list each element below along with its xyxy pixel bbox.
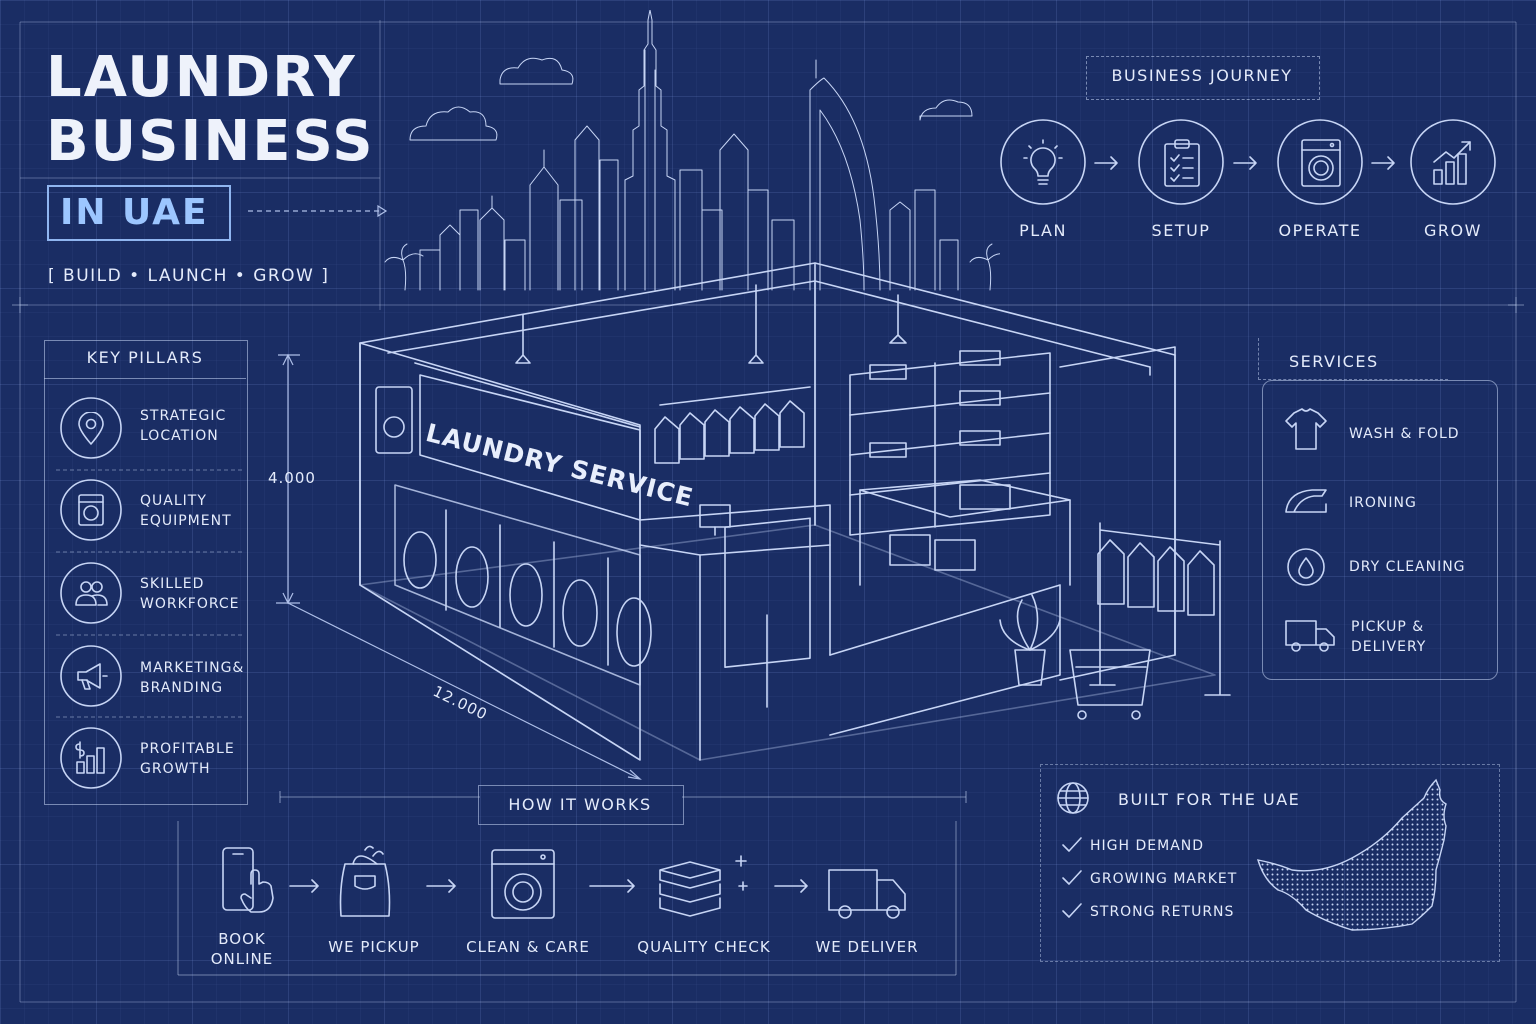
services-heading-frame <box>1258 338 1448 380</box>
journey-steps <box>1000 119 1496 205</box>
pillar-label: MARKETING&BRANDING <box>140 660 245 696</box>
city-skyline-illustration <box>384 10 1000 291</box>
height-dimension-label: 4.000 <box>268 469 316 487</box>
service-label: DRY CLEANING <box>1349 559 1466 575</box>
step-label: WE DELIVER <box>815 938 919 956</box>
pillar-icons <box>56 397 244 789</box>
uae-check-item: STRONG RETURNS <box>1090 904 1235 920</box>
clipboard-icon <box>1164 139 1200 187</box>
lightbulb-icon <box>1023 139 1063 185</box>
uae-map-illustration <box>1256 778 1447 931</box>
uae-check-item: GROWING MARKET <box>1090 871 1238 887</box>
journey-step-label: PLAN <box>1019 221 1067 240</box>
how-it-works-frame <box>177 791 967 976</box>
pillars-heading: KEY PILLARS <box>86 348 204 367</box>
uae-panel <box>1040 764 1500 962</box>
how-it-works-heading-frame <box>478 785 684 825</box>
globe-icon <box>1057 782 1089 814</box>
main-title: LAUNDRY BUSINESS <box>46 46 375 174</box>
step-label: WE PICKUP <box>328 938 420 956</box>
profit-chart-icon <box>75 741 105 774</box>
step-label: QUALITY CHECK <box>637 938 771 956</box>
subtitle-frame <box>47 185 231 241</box>
services-heading: SERVICES <box>1289 352 1379 371</box>
subtitle: IN UAE <box>60 192 209 233</box>
people-icon <box>75 581 108 606</box>
pillars-heading-divider <box>44 378 246 379</box>
title-line-2: BUSINESS <box>46 109 375 174</box>
location-pin-icon <box>78 412 104 445</box>
service-label: WASH & FOLD <box>1349 426 1460 442</box>
service-label: IRONING <box>1349 495 1417 511</box>
service-label: PICKUP &DELIVERY <box>1351 619 1427 655</box>
check-icons <box>1062 837 1082 918</box>
growth-chart-icon <box>1433 141 1471 185</box>
title-line-1: LAUNDRY <box>46 45 357 110</box>
washing-machine-icon <box>78 494 104 526</box>
journey-step-label: OPERATE <box>1278 221 1362 240</box>
journey-heading-frame <box>1086 56 1320 100</box>
service-icons <box>1285 408 1335 652</box>
journey-heading: BUSINESS JOURNEY <box>1111 66 1293 85</box>
step-label: CLEAN & CARE <box>466 938 590 956</box>
washing-machine-icon <box>1301 139 1341 187</box>
laundry-store-illustration <box>276 262 1231 780</box>
journey-step-label: SETUP <box>1151 221 1211 240</box>
uae-check-item: HIGH DEMAND <box>1090 838 1205 854</box>
how-it-works-heading: HOW IT WORKS <box>508 795 652 814</box>
how-it-works-icons <box>222 845 906 919</box>
megaphone-icon <box>77 663 108 690</box>
uae-heading: BUILT FOR THE UAE <box>1118 790 1301 809</box>
services-panel <box>1262 380 1498 680</box>
tagline: [ BUILD • LAUNCH • GROW ] <box>48 266 330 286</box>
journey-step-label: GROW <box>1424 221 1482 240</box>
key-pillars-panel <box>44 340 248 805</box>
